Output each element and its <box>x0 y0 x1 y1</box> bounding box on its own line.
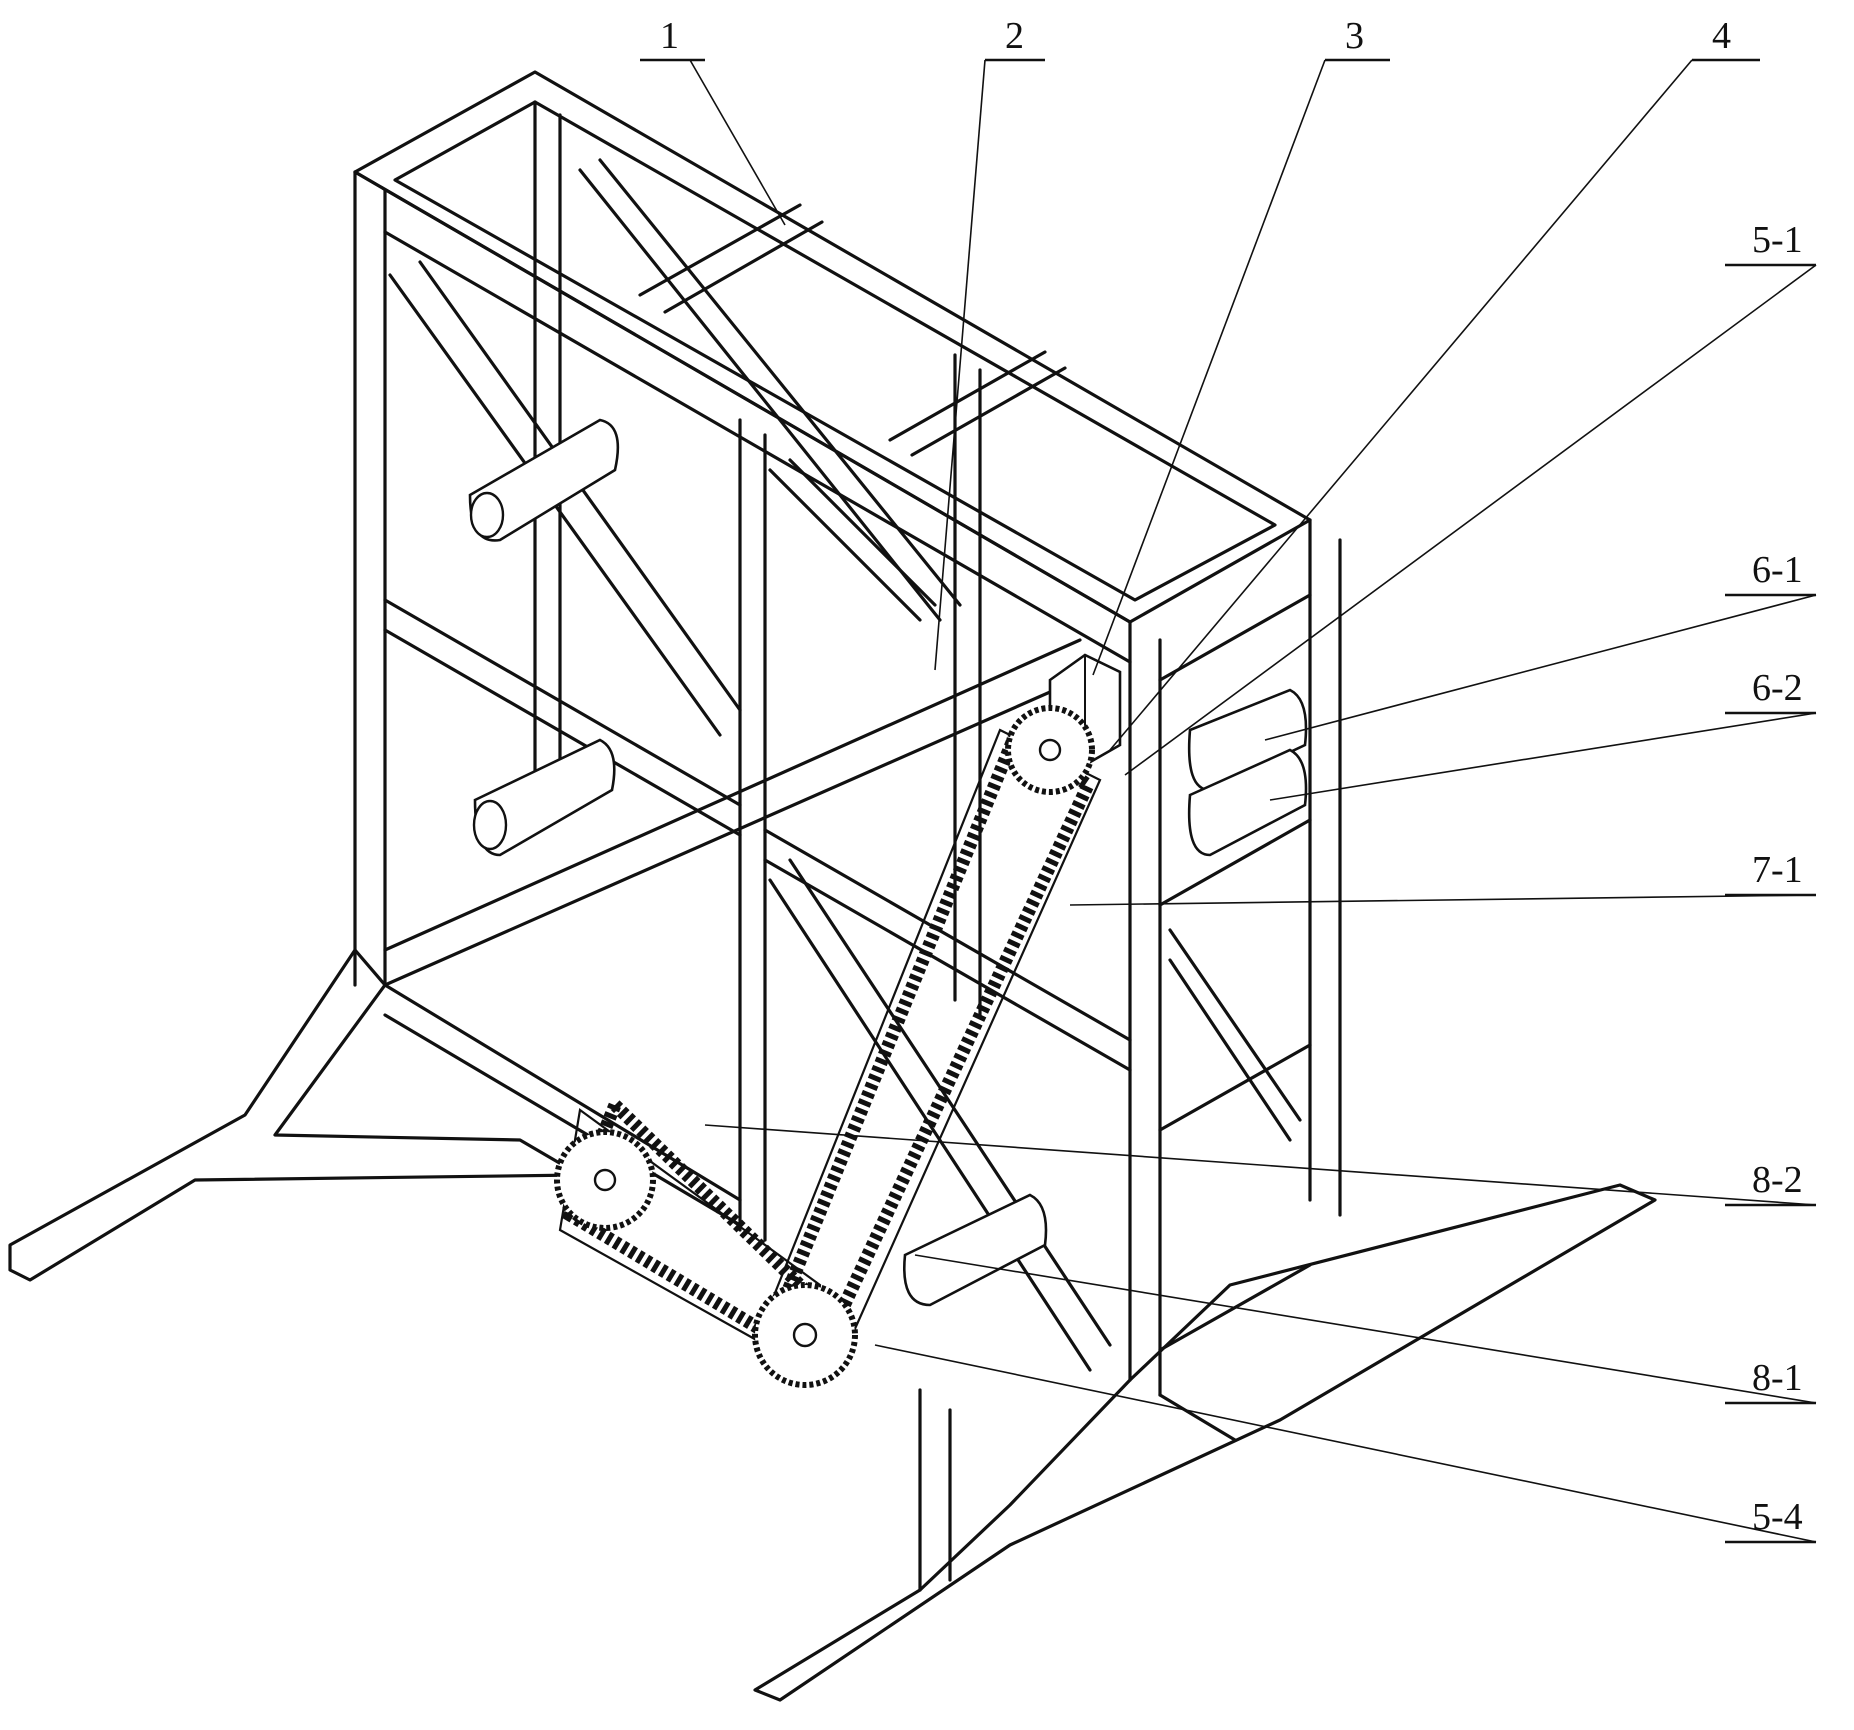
front-right-mid-rail <box>763 828 1132 1072</box>
leader-6-1 <box>1264 594 1817 741</box>
back-diagonal <box>578 158 962 622</box>
label-part-6-1: 6-1 <box>1752 549 1803 591</box>
front-middle-post <box>738 418 767 1242</box>
part-labels: 1 2 3 4 5-1 6-1 6-2 7-1 8-2 8-1 5-4 <box>660 15 1803 1538</box>
roller-6-2 <box>1187 748 1308 857</box>
base-right-foot <box>753 1183 1657 1702</box>
label-part-5-1: 5-1 <box>1752 219 1803 261</box>
right-side-post-back <box>1308 518 1342 1217</box>
frame-top-inner <box>393 100 1277 602</box>
label-part-6-2: 6-2 <box>1752 667 1803 709</box>
frame-structure <box>8 70 1657 1702</box>
roller-left-lower-end <box>472 799 508 851</box>
leader-6-2 <box>1269 712 1817 801</box>
roller-lower-middle <box>903 1193 1048 1307</box>
leader-1 <box>689 59 786 226</box>
label-part-8-2: 8-2 <box>1752 1159 1803 1201</box>
front-diagonal-upper-right <box>768 458 937 622</box>
label-part-7-1: 7-1 <box>1752 849 1803 891</box>
label-part-3: 3 <box>1345 15 1364 57</box>
label-part-8-1: 8-1 <box>1752 1357 1803 1399</box>
front-mid-rail <box>383 598 742 837</box>
leader-4 <box>1109 59 1693 751</box>
label-part-1: 1 <box>660 15 679 57</box>
sprocket-top-hub <box>1038 738 1062 762</box>
leader-5-4 <box>874 1344 1817 1543</box>
front-right-post <box>1128 620 1162 1397</box>
leader-8-2 <box>704 1124 1817 1206</box>
base-left-foot <box>8 948 582 1282</box>
leader-8-1 <box>914 1254 1817 1404</box>
sprocket-bottom-hub <box>792 1322 818 1348</box>
leader-3 <box>1092 59 1326 676</box>
label-part-4: 4 <box>1712 15 1731 57</box>
sprocket-left-hub <box>593 1168 617 1192</box>
leader-2 <box>934 59 986 671</box>
right-side-panel-diagonal <box>1168 928 1302 1142</box>
base-right-gusset <box>918 1388 1237 1592</box>
rollers <box>468 418 1308 1307</box>
label-part-5-4: 5-4 <box>1752 1496 1803 1538</box>
front-top-rail <box>353 170 1132 664</box>
leader-5-1 <box>1124 264 1817 776</box>
leader-lines <box>640 58 1817 1544</box>
roller-6-1 <box>1187 688 1308 792</box>
chain-drive <box>554 705 1102 1388</box>
back-inner-post <box>953 353 982 1017</box>
leader-7-1 <box>1069 894 1817 906</box>
right-side-panel-rails <box>1158 593 1312 1352</box>
frame-top-crossbar-2 <box>888 350 1067 457</box>
label-part-2: 2 <box>1005 15 1024 57</box>
roller-left-upper-end <box>469 491 505 539</box>
front-bottom-rail <box>383 983 742 1227</box>
front-left-post <box>353 170 387 987</box>
